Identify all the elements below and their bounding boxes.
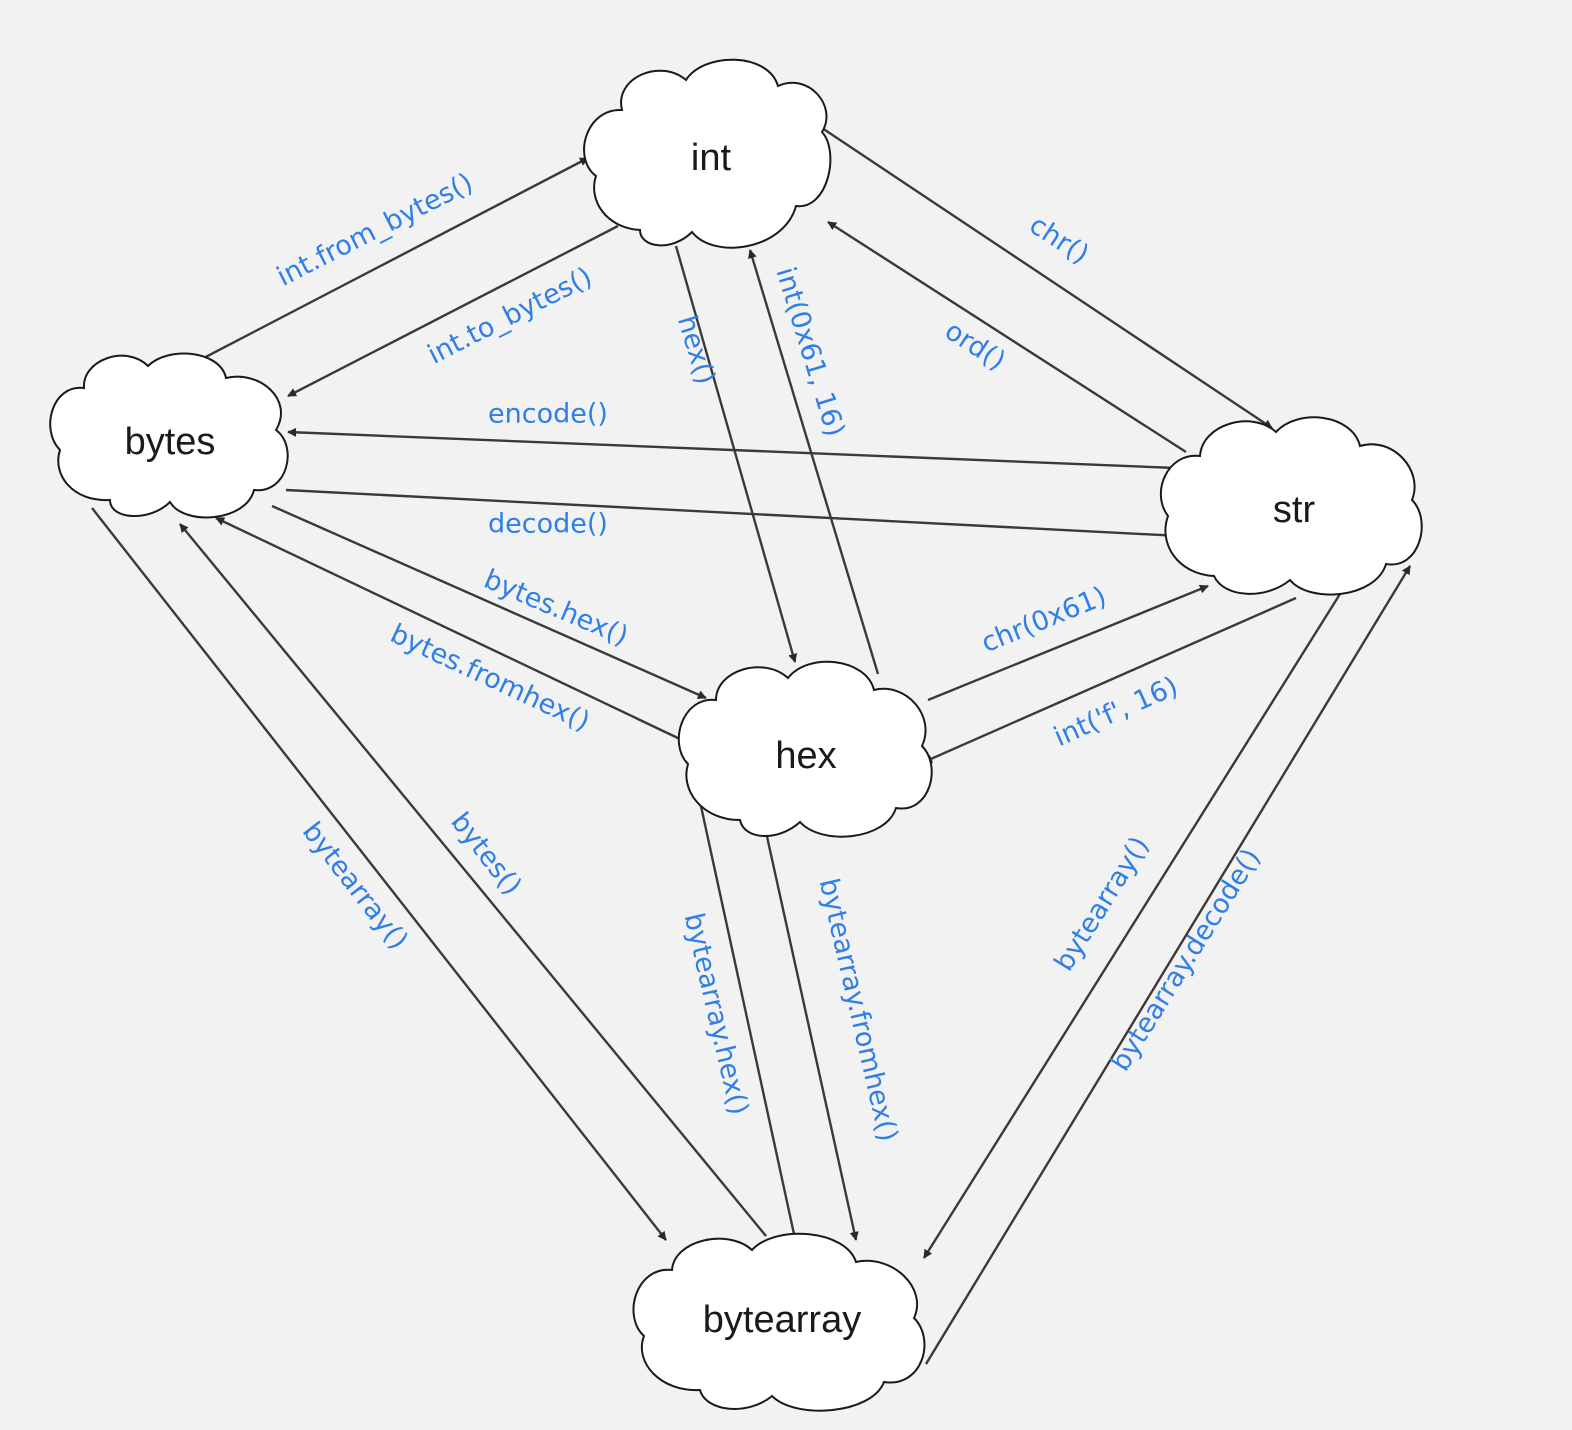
node-label-bytes: bytes: [125, 421, 216, 463]
cloud-shape: [632, 1232, 926, 1412]
edge-int-to-str: [821, 127, 1273, 429]
node-label-str: str: [1273, 489, 1316, 531]
edge-bytearray-to-hex: [691, 773, 796, 1235]
edge-str-to-int: [827, 220, 1187, 454]
edges: [91, 127, 1412, 1365]
edge-label-encode: encode(): [488, 399, 608, 430]
node-str: str: [1159, 416, 1423, 596]
edge-int-to-hex: [674, 245, 798, 663]
edge-label-bytearray-left: bytearray(): [296, 816, 414, 955]
edge-hex-to-str: [927, 584, 1209, 702]
node-label-bytearray: bytearray: [703, 1299, 861, 1341]
edge-bytes-to-int: [195, 156, 589, 364]
edge-label-chr-0x61: chr(0x61): [977, 581, 1111, 659]
cloud-shape: [677, 660, 933, 838]
node-int: int: [583, 58, 832, 249]
edge-hex-to-bytearray: [764, 831, 859, 1241]
edge-str-to-hex: [923, 596, 1297, 764]
edge-str-to-bytearray: [922, 593, 1342, 1259]
edge-hex-to-bytes: [215, 516, 683, 742]
edge-label-int-f-16: int('f', 16): [1049, 671, 1182, 753]
edge-label-bytes-fromhex: bytes.fromhex(): [386, 618, 595, 737]
node-bytes: bytes: [49, 352, 289, 519]
edge-bytearray-to-str: [924, 565, 1412, 1365]
edge-bytearray-to-bytes: [179, 523, 767, 1237]
edge-label-chr: chr(): [1024, 210, 1095, 271]
edge-hex-to-int: [748, 249, 880, 675]
edge-int-to-bytes: [287, 224, 619, 398]
edge-bytes-to-hex: [271, 504, 707, 700]
cloud-shape: [583, 58, 832, 249]
edge-label-int-to-bytes: int.to_bytes(): [423, 261, 597, 370]
edge-label-bytes: bytes(): [444, 807, 527, 901]
edge-label-hex: hex(): [671, 312, 721, 388]
node-hex: hex: [677, 660, 933, 838]
edge-bytes-to-str: [285, 488, 1181, 541]
node-bytearray: bytearray: [632, 1232, 926, 1412]
node-label-hex: hex: [775, 735, 836, 777]
edge-label-decode: decode(): [488, 509, 608, 540]
edge-label-ord: ord(): [939, 315, 1011, 377]
cloud-shape: [49, 352, 289, 519]
node-label-int: int: [691, 137, 732, 179]
edge-label-bytearray-hex: bytearray.hex(): [678, 910, 755, 1118]
edge-bytes-to-bytearray: [91, 507, 667, 1241]
cloud-shape: [1159, 416, 1423, 596]
edge-label-bytearray-right: bytearray(): [1049, 831, 1156, 976]
edge-str-to-bytes: [287, 427, 1177, 470]
